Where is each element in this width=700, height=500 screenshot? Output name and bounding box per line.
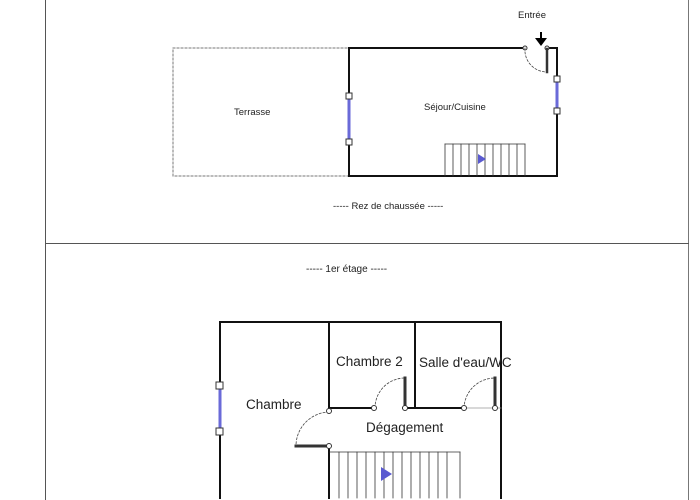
living-left-window	[345, 92, 353, 146]
hallway-label: Dégagement	[366, 420, 444, 435]
entry-label: Entrée	[518, 10, 546, 21]
bathroom-door	[461, 376, 498, 411]
bedroom-door	[294, 408, 332, 449]
living-right-window	[553, 75, 561, 115]
terrace-label: Terrasse	[234, 107, 271, 118]
floor-divider	[45, 243, 689, 244]
bedroom2-label: Chambre 2	[336, 354, 403, 369]
page-border-right	[688, 0, 689, 500]
living-room-label: Séjour/Cuisine	[424, 102, 486, 113]
bedroom-label: Chambre	[246, 397, 302, 412]
ground-floor-staircase	[444, 143, 526, 177]
entry-door	[522, 45, 550, 74]
first-stair-arrow-icon	[381, 467, 392, 481]
bedroom-window	[215, 381, 224, 436]
bedroom2-door	[371, 376, 408, 411]
ground-stair-arrow-icon	[478, 154, 486, 164]
first-floor-caption: ----- 1er étage -----	[306, 264, 388, 275]
first-floor-staircase	[329, 451, 461, 499]
ground-floor-caption: ----- Rez de chaussée -----	[333, 201, 444, 212]
bathroom-label: Salle d'eau/WC	[419, 355, 512, 370]
entry-arrow-icon	[535, 32, 547, 46]
page-border-left	[45, 0, 46, 500]
first-floor-walls	[219, 321, 502, 499]
